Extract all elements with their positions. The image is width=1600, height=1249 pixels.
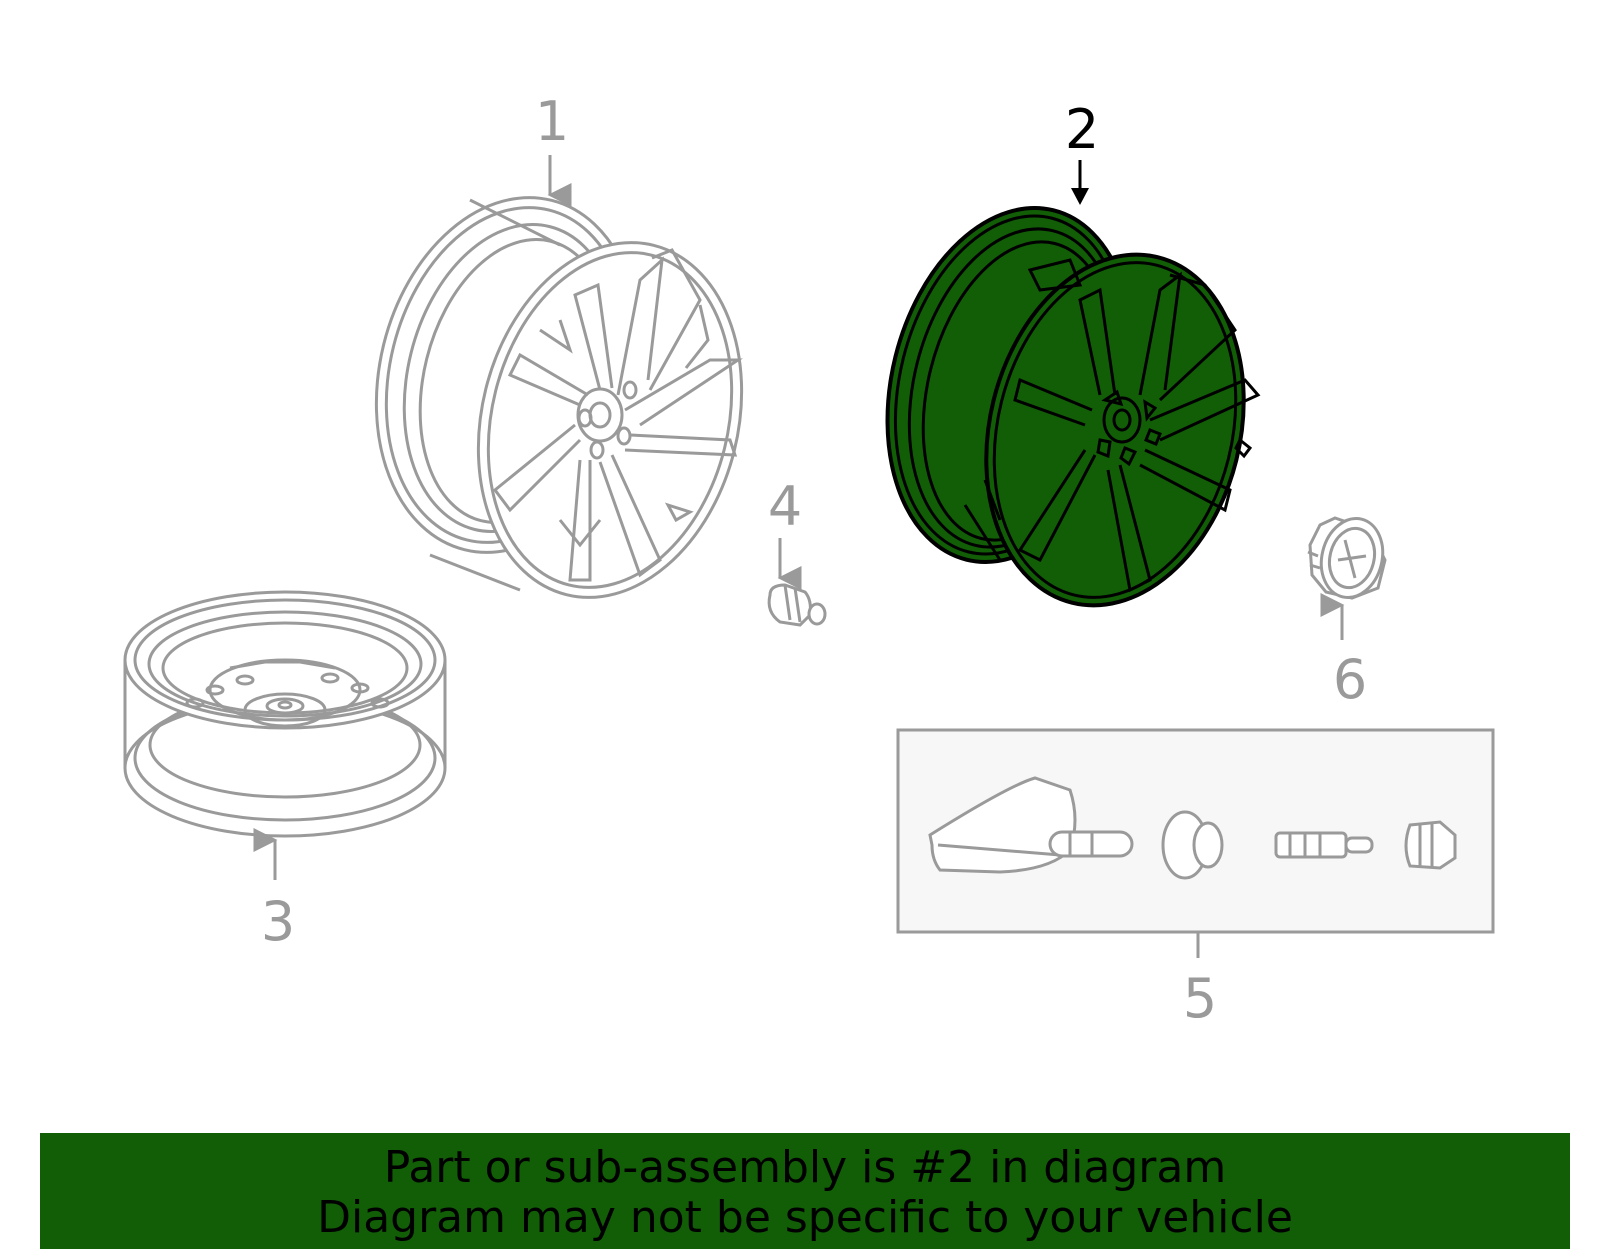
wheel-part-1[interactable] — [340, 169, 777, 625]
spare-wheel-part-3[interactable] — [123, 590, 447, 838]
wheel-part-2-highlighted[interactable] — [852, 182, 1279, 633]
info-banner: Part or sub-assembly is #2 in diagram Di… — [40, 1133, 1570, 1249]
callout-4-label: 4 — [768, 475, 802, 538]
center-cap-part-6[interactable] — [1307, 512, 1391, 604]
callout-2-arrow — [1071, 160, 1089, 205]
callout-2-label: 2 — [1065, 98, 1099, 161]
callout-6-label: 6 — [1333, 648, 1367, 711]
callout-3-label: 3 — [261, 890, 295, 953]
tpms-sensor-kit-part-5[interactable] — [896, 728, 1495, 934]
callout-5-label: 5 — [1183, 967, 1217, 1030]
banner-line-2: Diagram may not be specific to your vehi… — [317, 1192, 1293, 1243]
banner-line-1: Part or sub-assembly is #2 in diagram — [383, 1142, 1227, 1193]
callout-1-label: 1 — [535, 90, 569, 153]
lug-nut-part-4[interactable] — [767, 583, 827, 627]
